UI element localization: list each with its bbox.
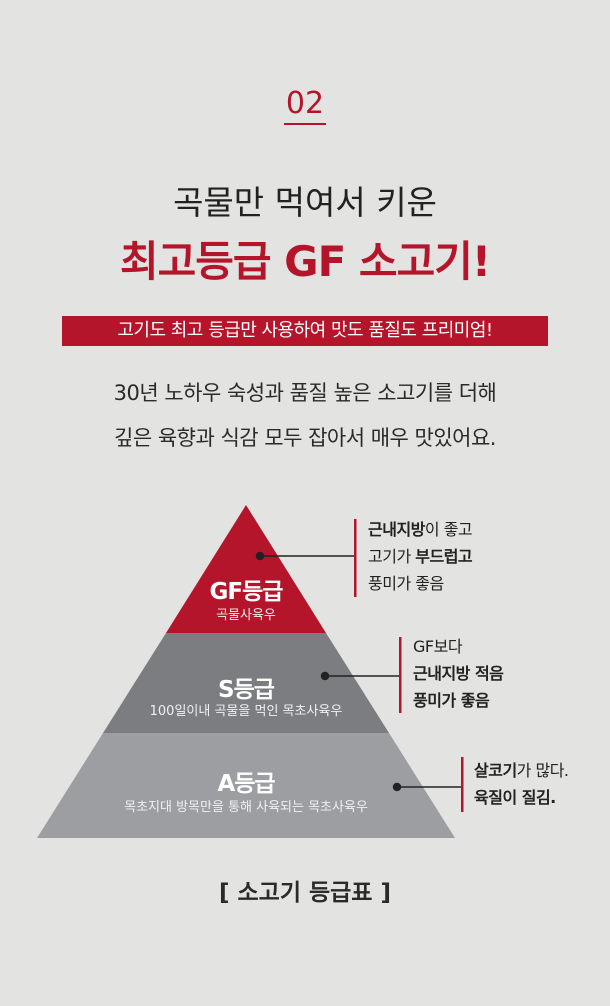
pyramid-tier-s <box>103 633 389 733</box>
note-text: 이 좋고 <box>424 520 473 539</box>
tier-subtitle-gf: 곡물사육우 <box>216 608 276 623</box>
headline-line1: 곡물만 먹여서 키운 <box>173 183 437 222</box>
gf-notes: 근내지방이 좋고 고기가 부드럽고 풍미가 좋음 <box>368 516 473 597</box>
description-line: 30년 노하우 숙성과 품질 높은 소고기를 더해 <box>113 381 497 405</box>
note-line: 근내지방이 좋고 <box>368 516 473 543</box>
s-notes: GF보다 근내지방 적음 풍미가 좋음 <box>413 633 504 714</box>
pyramid-tier-gf <box>166 505 326 633</box>
note-bold: 풍미가 좋음 <box>413 691 490 710</box>
tier-title-gf: GF등급 <box>209 579 284 605</box>
tier-subtitle-a: 목초지대 방목만을 통해 사육되는 목초사육우 <box>124 800 368 815</box>
note-bold: 살코기 <box>474 761 517 780</box>
note-text: 가 많다. <box>516 761 569 780</box>
note-line: 육질이 질김. <box>474 784 569 811</box>
note-bar <box>354 519 357 597</box>
note-line: 근내지방 적음 <box>413 660 504 687</box>
tier-title-a: A등급 <box>217 771 275 797</box>
note-bar <box>461 757 464 812</box>
banner: 고기도 최고 등급만 사용하여 맛도 품질도 프리미엄! <box>62 316 548 346</box>
note-line: 풍미가 좋음 <box>368 570 472 597</box>
headline-line2: 최고등급 GF 소고기! <box>119 237 491 286</box>
note-bold: 근내지방 적음 <box>413 664 504 683</box>
tier-title-s: S등급 <box>218 677 275 703</box>
pyramid-tier-a <box>37 733 455 838</box>
a-notes: 살코기가 많다. 육질이 질김. <box>474 757 569 811</box>
section-number: 02 <box>0 86 610 125</box>
tier-subtitle-s: 100일이내 곡물을 먹인 목초사육우 <box>149 704 343 719</box>
note-bold: 부드럽고 <box>415 547 473 566</box>
note-line: 살코기가 많다. <box>474 757 569 784</box>
section-number-text: 02 <box>283 86 327 125</box>
chart-caption: [ 소고기 등급표 ] <box>218 880 391 906</box>
note-line: GF보다 <box>413 633 503 660</box>
note-bar <box>399 637 402 713</box>
note-text: 고기가 <box>368 547 416 566</box>
note-bold: 근내지방 <box>368 520 425 539</box>
description-line: 깊은 육향과 식감 모두 잡아서 매우 맛있어요. <box>114 426 497 450</box>
note-line: 풍미가 좋음 <box>413 687 503 714</box>
note-bold: 육질이 질김. <box>474 788 556 807</box>
note-line: 고기가 부드럽고 <box>368 543 473 570</box>
note-text: GF보다 <box>413 637 463 656</box>
note-text: 풍미가 좋음 <box>368 574 444 593</box>
